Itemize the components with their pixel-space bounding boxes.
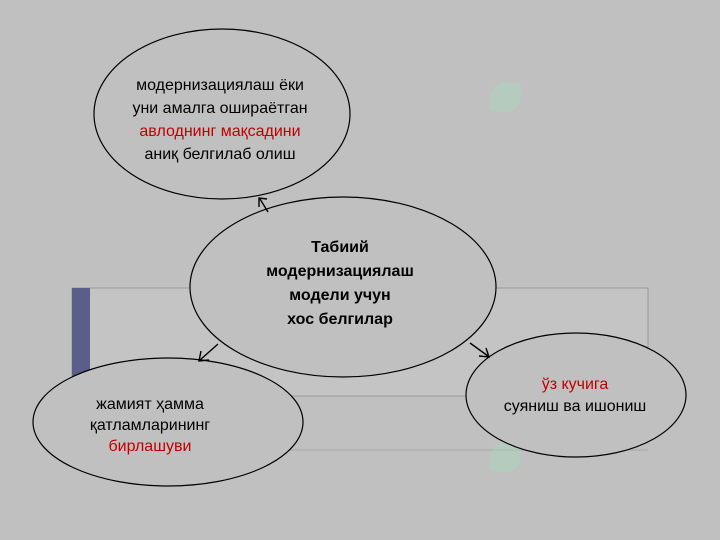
arrow-to-right-head	[478, 347, 491, 358]
arrow-to-top	[259, 198, 269, 213]
right-line-1: ўз кучига	[541, 376, 609, 393]
right-ellipse	[465, 332, 687, 458]
arrow-to-left	[199, 343, 219, 361]
arrow-to-top-head	[258, 197, 268, 207]
right-line-2: суяниш ва ишониш	[503, 398, 647, 415]
center-ellipse	[189, 196, 497, 378]
center-line-4: хос белгилар	[287, 311, 393, 328]
left-line-1: жамият ҳамма	[96, 396, 204, 413]
watermark-leaf-icon-2	[489, 82, 522, 113]
top-node-label: модернизациялаш ёки уни амалга ошираётга…	[100, 74, 340, 166]
left-line-2: қатламларининг	[89, 417, 211, 434]
arrow-to-left-head	[198, 350, 210, 362]
arrow-to-right	[469, 342, 489, 357]
left-ellipse	[32, 357, 304, 487]
top-line-2: уни амалга ошираётган	[132, 100, 308, 117]
top-line-3: авлоднинг мақсадини	[139, 123, 301, 140]
accent-bar	[72, 288, 90, 396]
top-line-1: модернизациялаш ёки	[136, 77, 304, 94]
center-line-3: модели учун	[289, 287, 391, 304]
watermark-leaf-icon-4	[489, 442, 522, 473]
right-node-label: ўз кучига суяниш ва ишониш	[475, 374, 675, 418]
center-line-1: Табиий	[311, 239, 369, 256]
center-node-label: Табиий модернизациялаш модели учун хос б…	[220, 236, 460, 332]
center-line-2: модернизациялаш	[266, 263, 414, 280]
top-line-4: аниқ белгилаб олиш	[144, 146, 296, 163]
left-line-3: бирлашуви	[108, 438, 192, 455]
left-node-label: жамият ҳамма қатламларининг бирлашуви	[40, 394, 260, 457]
top-ellipse	[93, 28, 351, 200]
arrows	[198, 197, 491, 362]
